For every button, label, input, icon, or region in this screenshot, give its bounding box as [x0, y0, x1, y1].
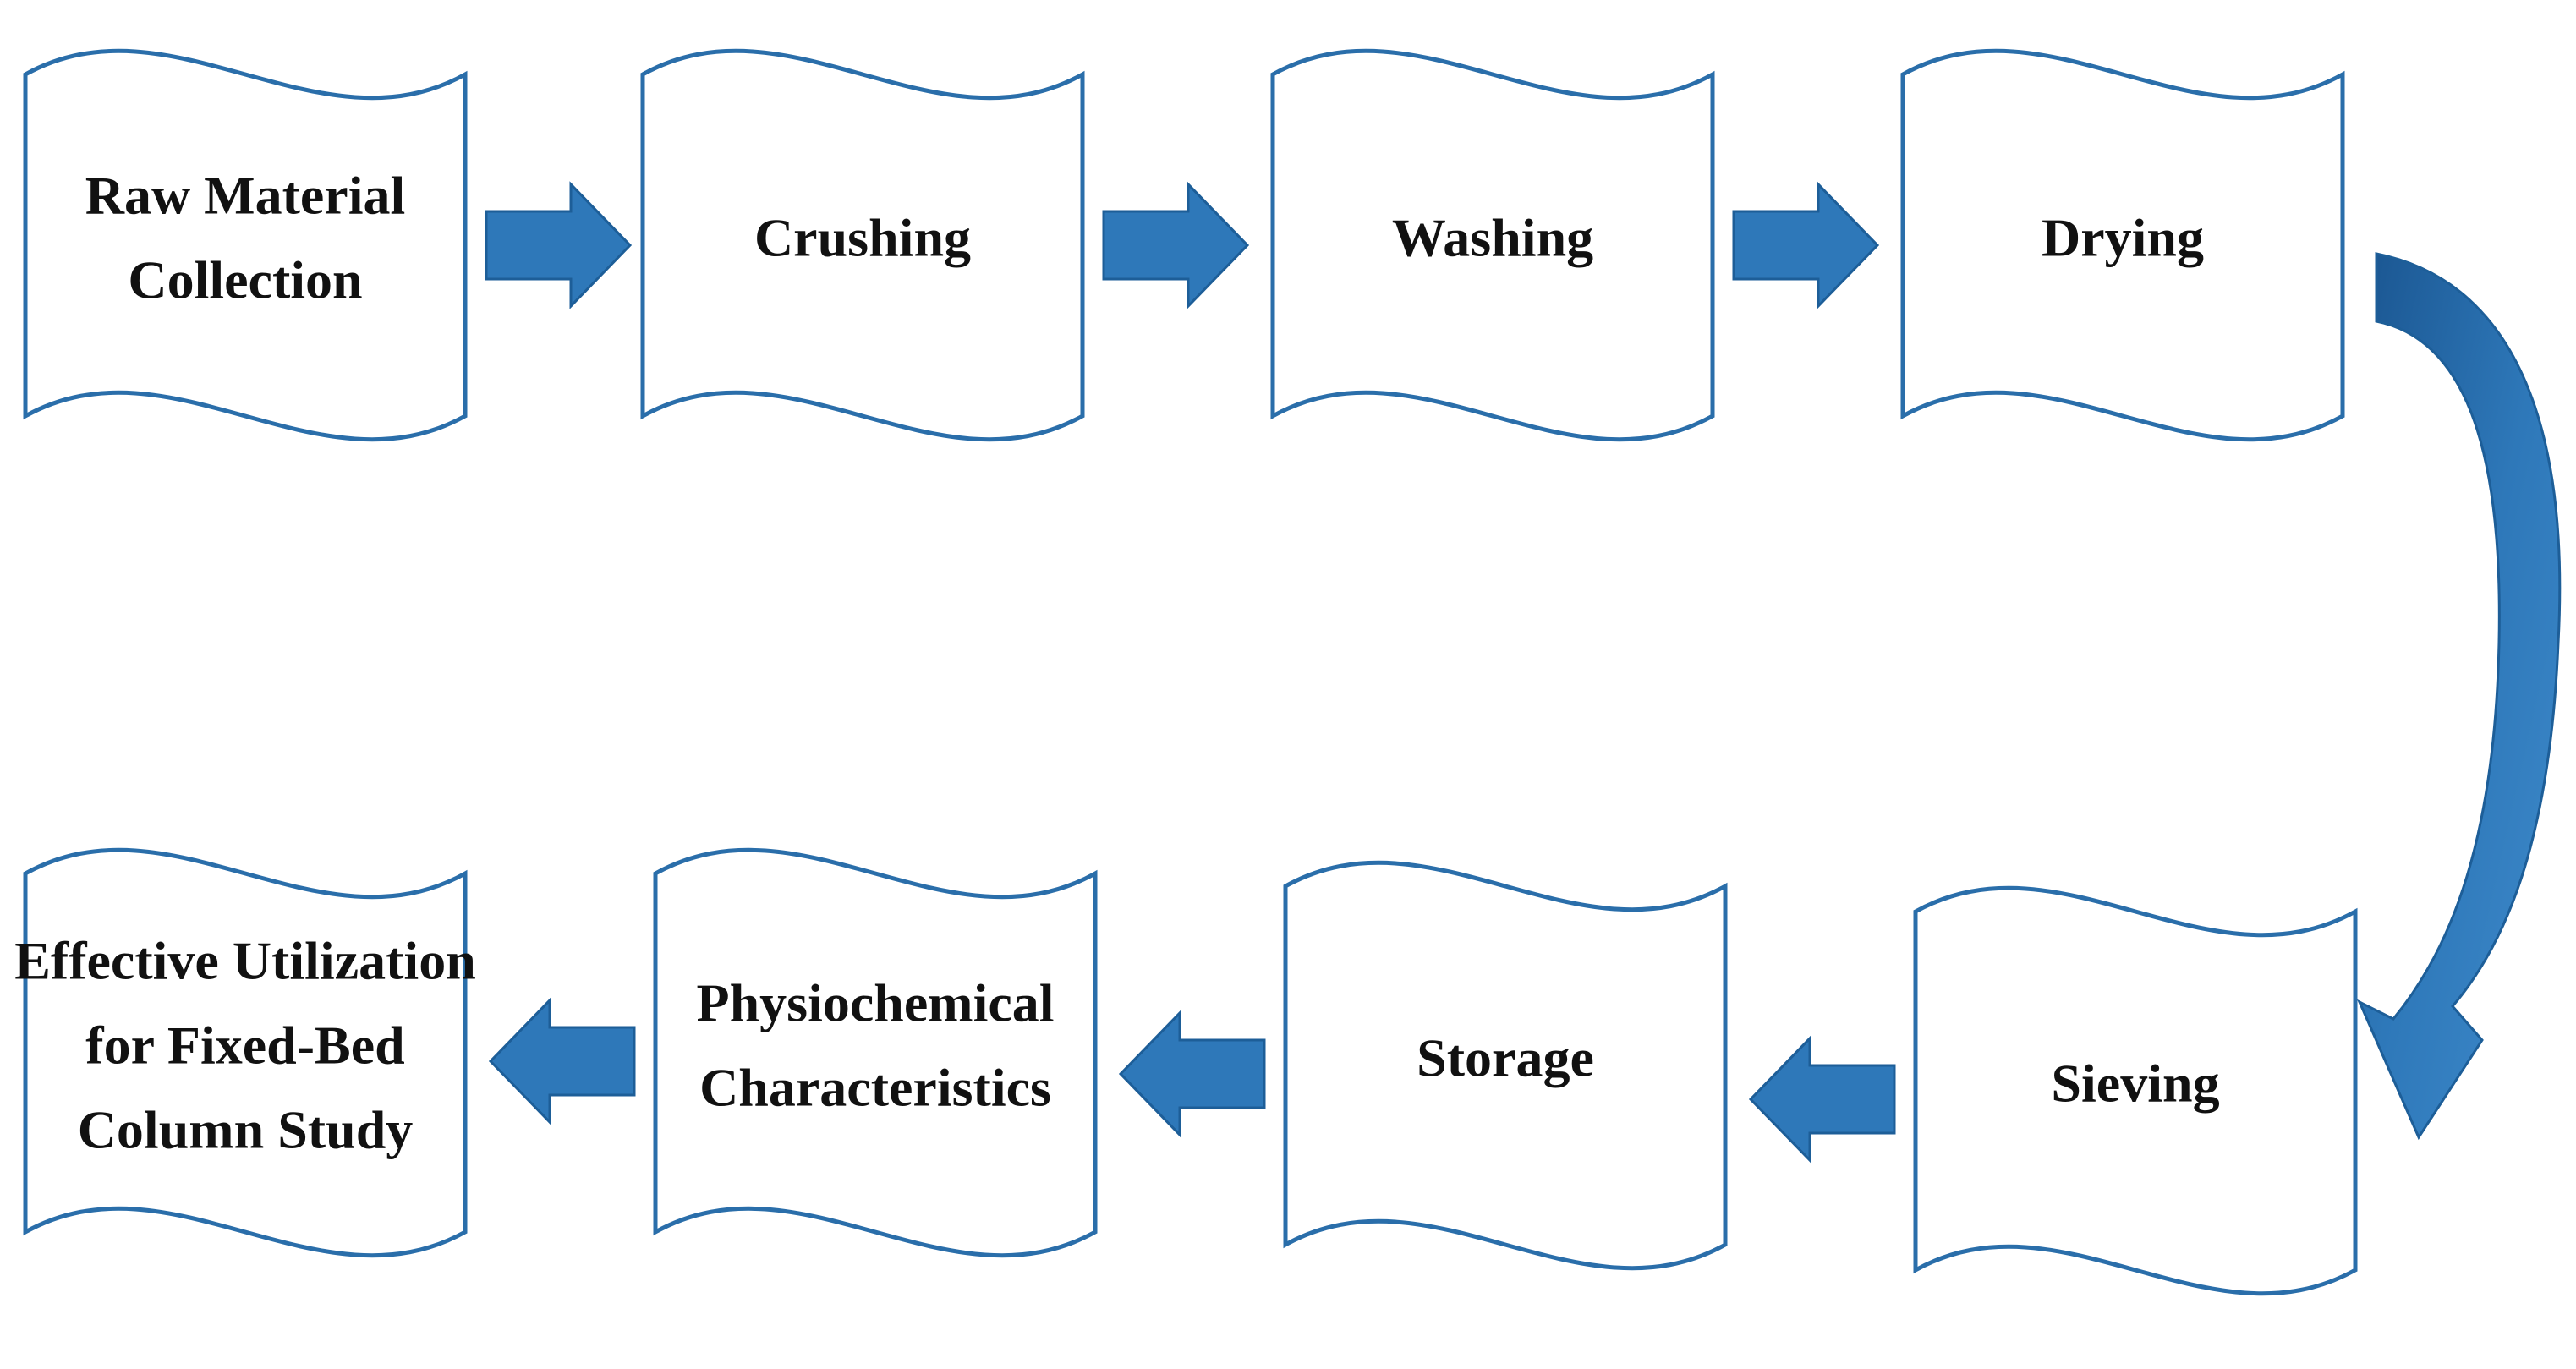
- curved-arrow-shape: [2356, 252, 2562, 1141]
- step-label: Column Study: [78, 1099, 414, 1159]
- step-box: [653, 847, 1098, 1258]
- step-sieving: Sieving: [1913, 885, 2358, 1296]
- flow-arrow-physiochemical-characteristics-to-effective-utilization: [488, 997, 636, 1125]
- step-label: Characteristics: [699, 1057, 1051, 1117]
- step-label: Effective Utilization: [14, 930, 476, 990]
- step-label: Washing: [1392, 207, 1593, 267]
- step-box: [640, 48, 1085, 442]
- flow-arrow-storage-to-physiochemical-characteristics: [1118, 1010, 1266, 1138]
- step-box: [1913, 885, 2358, 1296]
- step-label: for Fixed-Bed: [85, 1015, 404, 1075]
- step-effective-utilization: Effective Utilization for Fixed-BedColumn…: [14, 847, 476, 1258]
- step-box: [23, 847, 468, 1258]
- step-box: [1270, 48, 1715, 442]
- step-crushing: Crushing: [640, 48, 1085, 442]
- step-label: Crushing: [754, 207, 971, 267]
- step-label: Storage: [1417, 1027, 1594, 1087]
- step-label: Physiochemical: [696, 972, 1054, 1032]
- step-box: [1283, 860, 1728, 1271]
- step-storage: Storage: [1283, 860, 1728, 1271]
- flow-arrow-raw-material-collection-to-crushing: [485, 181, 633, 309]
- step-label: Drying: [2042, 207, 2204, 267]
- step-box: [23, 48, 468, 442]
- step-label: Collection: [128, 249, 362, 309]
- step-washing: Washing: [1270, 48, 1715, 442]
- step-drying: Drying: [1900, 48, 2345, 442]
- step-label: Raw Material: [85, 165, 406, 225]
- flow-arrow-crushing-to-washing: [1102, 181, 1250, 309]
- step-box: [1900, 48, 2345, 442]
- flow-arrow-washing-to-drying: [1732, 181, 1880, 309]
- step-label: Sieving: [2051, 1053, 2219, 1113]
- flow-arrow-sieving-to-storage: [1748, 1035, 1896, 1164]
- curved-flow-arrow: [2356, 252, 2562, 1141]
